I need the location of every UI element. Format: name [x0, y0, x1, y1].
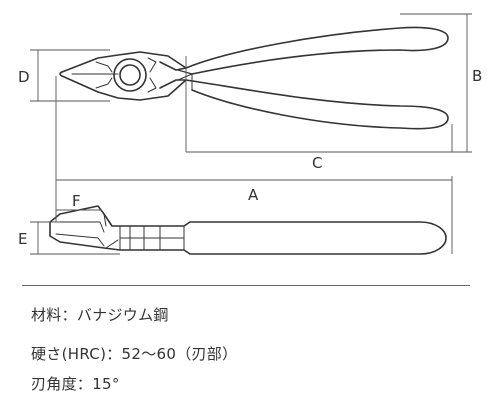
spec-edge-angle: 刃角度：15° [31, 375, 120, 393]
dim-label-f: F [72, 192, 81, 210]
dim-label-b: B [472, 67, 482, 85]
spec-material: 材料：バナジウム鋼 [31, 306, 169, 324]
pliers-diagram: D B C A F E [18, 13, 482, 255]
pliers-top-view [59, 26, 449, 130]
dim-label-e: E [18, 230, 27, 248]
dimension-labels: D B C A F E [18, 67, 482, 248]
dimension-lines [30, 13, 472, 255]
dim-label-d: D [18, 68, 30, 86]
spec-hardness: 硬さ(HRC)：52〜60（刃部） [31, 345, 238, 363]
divider-line [22, 285, 470, 286]
pliers-side-view [49, 205, 447, 255]
dim-label-c: C [312, 154, 322, 172]
dim-label-a: A [248, 186, 259, 204]
